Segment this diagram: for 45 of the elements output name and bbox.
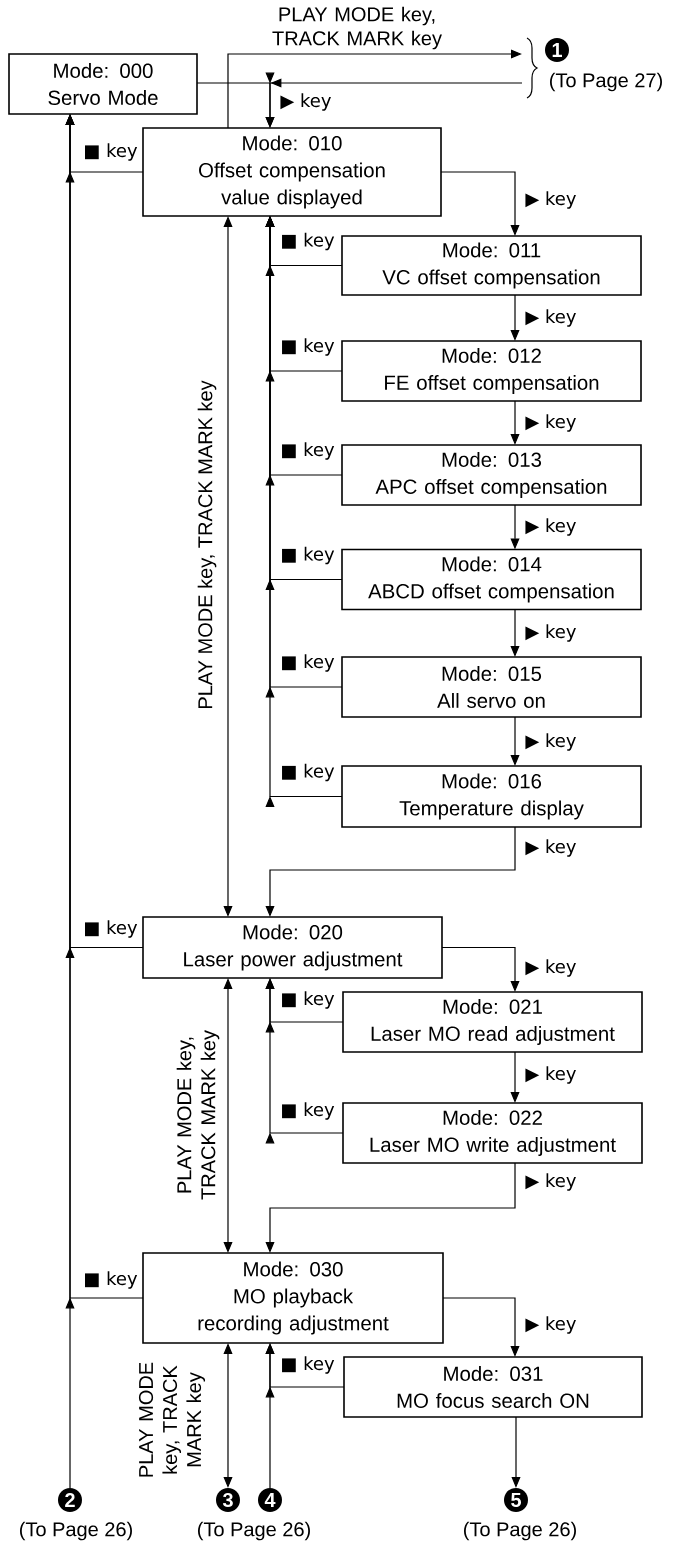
mode-box: Mode: 012 FE offset compensation xyxy=(341,340,642,402)
edge-label: ▶ key xyxy=(525,733,576,751)
edge-label: ■ key xyxy=(282,991,335,1009)
page-reference: (To Page 26) xyxy=(20,1521,132,1541)
edge-label: ■ key xyxy=(282,232,335,251)
mode-box: Mode: 016 Temperature display xyxy=(341,765,642,828)
edge-label: ■ key xyxy=(85,1271,138,1289)
page-reference: (To Page 26) xyxy=(198,1521,310,1541)
edge-label: ■ key xyxy=(282,654,335,672)
mode-box: Mode: 000 Servo Mode xyxy=(8,53,198,115)
page-reference: (To Page 26) xyxy=(464,1521,576,1541)
edge-label: ▶ key xyxy=(525,309,576,327)
mode-box: Mode: 014 ABCD offset compensation xyxy=(341,548,642,611)
mode-box: Mode: 021 Laser MO read adjustment xyxy=(342,991,643,1053)
mode-box: Mode: 010 Offset compensation value displayed xyxy=(142,127,442,217)
edge-label: ▶ key xyxy=(525,414,576,432)
edge-label: ■ key xyxy=(282,1102,335,1120)
edge-label: PLAY MODE key, TRACK MARK key xyxy=(272,6,442,50)
edge-label: ■ key xyxy=(282,763,335,782)
edge-label: ■ key xyxy=(85,143,138,161)
edge-label: ▶ key xyxy=(525,1066,576,1084)
page-reference: (To Page 27) xyxy=(550,72,662,92)
edge-label: ▶ key xyxy=(525,839,576,857)
mode-box: Mode: 022 Laser MO write adjustment xyxy=(342,1102,643,1164)
edge-label: ■ key xyxy=(282,546,335,565)
edge-label: ▶ key xyxy=(525,1173,576,1191)
edge-label: ■ key xyxy=(282,338,335,356)
edge-label: ■ key xyxy=(282,1356,335,1374)
edge-label: PLAY MODE key, TRACK MARK key xyxy=(138,1362,206,1477)
edge-label: ▶ key xyxy=(525,624,576,642)
edge-label: ▶ key xyxy=(525,191,576,209)
mode-box: Mode: 011 VC offset compensation xyxy=(341,235,642,296)
edge-label: ■ key xyxy=(282,442,335,460)
edge-label: ▶ key xyxy=(525,1316,576,1334)
mode-box: Mode: 013 APC offset compensation xyxy=(341,444,642,506)
edge-label: ▶ key xyxy=(525,518,576,536)
mode-box: Mode: 015 All servo on xyxy=(341,656,642,718)
edge-label: ▶ key xyxy=(525,959,576,977)
edge-label: PLAY MODE key, TRACK MARK key xyxy=(176,1030,220,1200)
mode-box: Mode: 030 MO playback recording adjustment xyxy=(142,1252,444,1344)
mode-box: Mode: 020 Laser power adjustment xyxy=(142,916,443,979)
edge-label: ▶ key xyxy=(280,93,331,111)
edge-label: ■ key xyxy=(85,920,138,938)
edge-label: PLAY MODE key, TRACK MARK key xyxy=(197,380,217,709)
mode-box: Mode: 031 MO focus search ON xyxy=(343,1356,643,1418)
